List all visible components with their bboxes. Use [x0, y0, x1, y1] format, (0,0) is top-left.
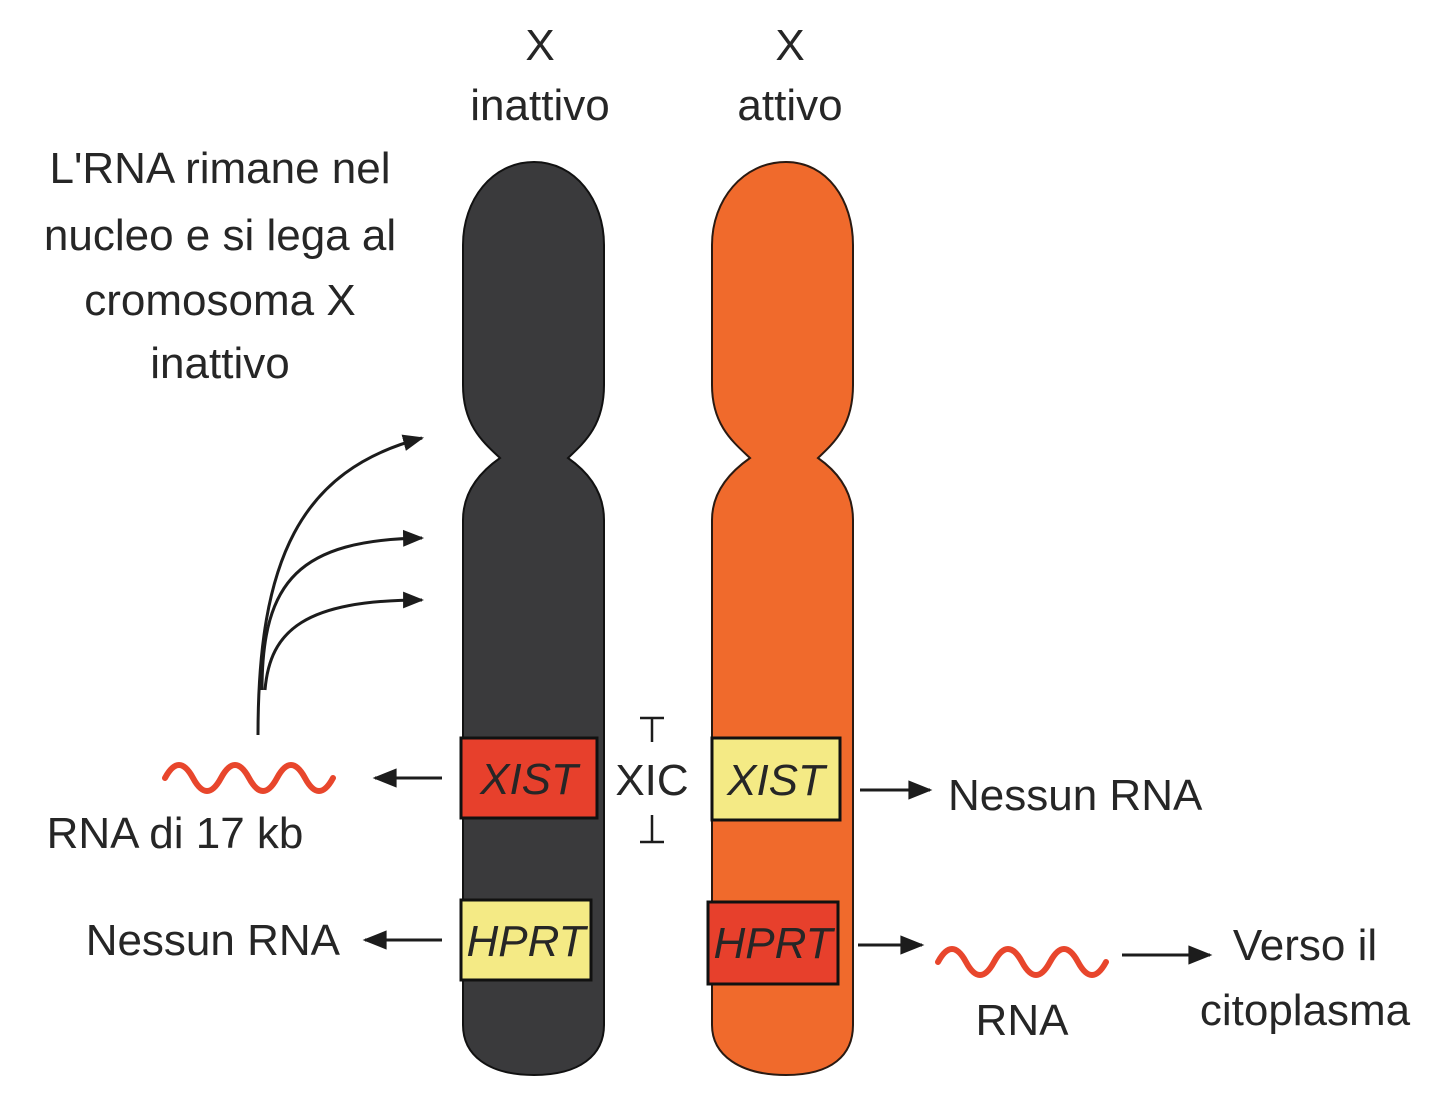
binding-annotation-line-1: L'RNA rimane nel	[50, 144, 391, 193]
rna-17kb-squiggle	[165, 765, 333, 791]
binding-annotation-line-2: nucleo e si lega al	[44, 211, 396, 260]
binding-arrow-bottom	[265, 600, 422, 690]
binding-arrow-top	[258, 438, 422, 735]
active-chromosome-name: X	[775, 21, 804, 70]
inactive-chromosome-state: inattivo	[470, 81, 609, 130]
hprt-label-active: HPRT	[714, 919, 836, 968]
hprt-gene-inactive: HPRT	[461, 900, 591, 980]
binding-arrow-middle	[262, 538, 422, 690]
rna-label: RNA	[976, 996, 1070, 1045]
binding-annotation-line-3: cromosoma X	[84, 276, 355, 325]
xist-gene-inactive: XIST	[461, 738, 597, 818]
hprt-gene-active: HPRT	[708, 902, 838, 984]
xic-label: XIC	[615, 756, 688, 805]
active-chromosome-state: attivo	[737, 81, 842, 130]
inactive-chromosome-name: X	[525, 21, 554, 70]
xist-label-active: XIST	[726, 756, 828, 805]
hprt-rna-squiggle	[938, 949, 1106, 975]
no-rna-left-label: Nessun RNA	[86, 916, 341, 965]
binding-arrows	[258, 438, 422, 735]
cytoplasm-label-line-2: citoplasma	[1200, 986, 1411, 1035]
rna-17kb-label: RNA di 17 kb	[47, 809, 304, 858]
binding-annotation-line-4: inattivo	[150, 339, 289, 388]
hprt-label-inactive: HPRT	[467, 917, 589, 966]
no-rna-right-label: Nessun RNA	[948, 771, 1203, 820]
binding-annotation: L'RNA rimane nel nucleo e si lega al cro…	[44, 144, 396, 388]
xist-gene-active: XIST	[712, 738, 840, 820]
cytoplasm-label-line-1: Verso il	[1233, 921, 1377, 970]
xist-label-inactive: XIST	[479, 755, 581, 804]
